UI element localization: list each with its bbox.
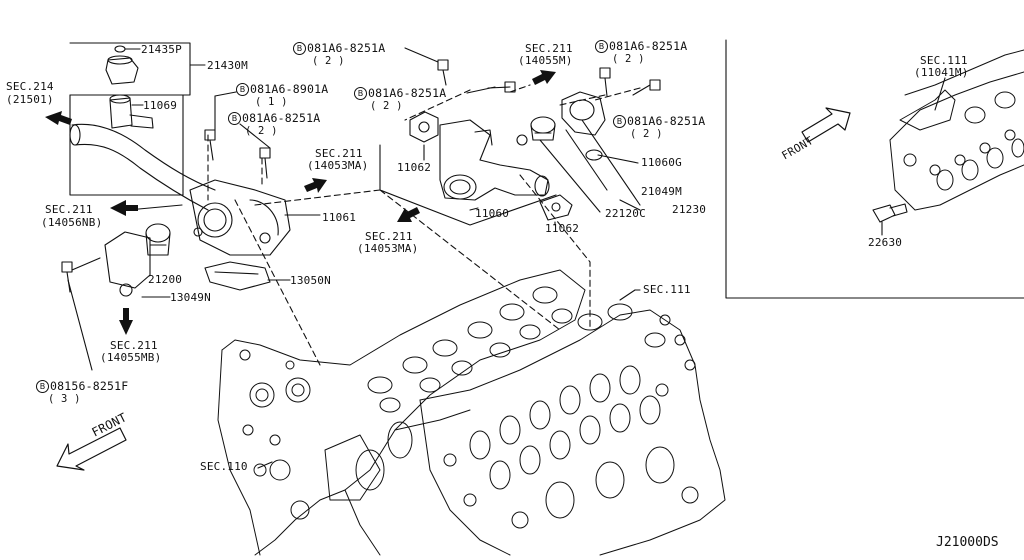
front-arrow-main [56, 427, 127, 471]
bolt-b2-code: 081A6-8251A [368, 86, 447, 100]
thermostat-cover [561, 91, 606, 161]
thermostat [145, 223, 171, 256]
sec211-14056nb-code: (14056NB) [41, 216, 103, 229]
gasket-11062-upper [409, 111, 439, 143]
sec111-main-name: SEC.111 [643, 283, 691, 296]
sec211-14053ma-b-code: (14053MA) [357, 242, 419, 255]
bolt-marker-b3: B [595, 40, 608, 53]
inlet-group-box [379, 144, 557, 226]
sec211-14053ma-b-name: SEC.211 [365, 230, 413, 243]
front-arrow-inset [801, 107, 851, 143]
bolt-b5-code: 081A6-8251A [242, 111, 321, 125]
arrow-sec214 [45, 111, 72, 125]
part-11061: 11061 [322, 211, 357, 224]
filler-neck [109, 94, 154, 129]
part-11062-lower: 11062 [545, 222, 580, 235]
arrow-sec211-14053ma-upper [304, 178, 327, 193]
bolt-b7-qty: ( 3 ) [48, 393, 81, 405]
part-11060: 11060 [475, 207, 510, 220]
gasket-13050n [204, 261, 271, 291]
sec211-14055m-name: SEC.211 [525, 42, 573, 55]
bolt-b2-qty: ( 2 ) [370, 100, 403, 112]
arrow-sec211-14055m [532, 70, 556, 85]
part-21200: 21200 [148, 273, 183, 286]
bolt-b3-qty: ( 2 ) [612, 53, 645, 65]
sec211-14053ma-a-name: SEC.211 [315, 147, 363, 160]
part-21049m: 21049M [641, 185, 682, 198]
bolt-marker-b7: B [36, 380, 49, 393]
bolt-marker-b1: B [293, 42, 306, 55]
sec211-14055mb-code: (14055MB) [100, 351, 162, 364]
bolt-b4-qty: ( 1 ) [255, 96, 288, 108]
inset-frame [725, 39, 1024, 299]
water-inlet-pipe [439, 119, 550, 201]
part-21435p: 21435P [141, 43, 182, 56]
filler-cap [105, 45, 139, 85]
bolt-marker-b6: B [613, 115, 626, 128]
sec111-inset-name: SEC.111 [920, 54, 968, 67]
inset-cylinder-head [889, 49, 1024, 211]
bolt-b3-code: 081A6-8251A [609, 39, 688, 53]
diagram-code: J21000DS [936, 535, 999, 550]
part-11062-upper: 11062 [397, 161, 432, 174]
arrow-sec211-14056nb [110, 200, 138, 216]
sec111-inset-code: (11041M) [914, 66, 969, 79]
part-22630: 22630 [868, 236, 903, 249]
bolt-b6-code: 081A6-8251A [627, 114, 706, 128]
part-21430m: 21430M [207, 59, 248, 72]
part-22120c: 22120C [605, 207, 646, 220]
sec110-name: SEC.110 [200, 460, 248, 473]
sec211-14055m-code: (14055M) [518, 54, 573, 67]
bolt-marker-b2: B [354, 87, 367, 100]
bolt-8901a [204, 129, 216, 141]
water-outlet-housing [189, 179, 291, 256]
arrow-sec211-14053ma-lower [397, 207, 420, 222]
water-pipe [69, 123, 216, 211]
bolt-marker-b4: B [236, 83, 249, 96]
bolt-marker-b5: B [228, 112, 241, 125]
bolt-b5-qty: ( 2 ) [245, 125, 278, 137]
temperature-sensor [872, 203, 908, 223]
bolt-b4-code: 081A6-8901A [250, 82, 329, 96]
sec214-code: (21501) [6, 93, 54, 106]
sec211-14053ma-a-code: (14053MA) [307, 159, 369, 172]
part-13049n: 13049N [170, 291, 211, 304]
part-11060g: 11060G [641, 156, 682, 169]
sec211-14055mb-name: SEC.211 [110, 339, 158, 352]
bolt-8251a-left [259, 147, 271, 159]
arrow-sec211-14055mb [119, 308, 133, 335]
sec211-14056nb-name: SEC.211 [45, 203, 93, 216]
gasket-11062-lower [539, 194, 573, 221]
sec214-name: SEC.214 [6, 80, 54, 93]
bolt-b6-qty: ( 2 ) [630, 128, 663, 140]
part-21230: 21230 [672, 203, 707, 216]
engine-block [217, 269, 726, 556]
bolt-b1-qty: ( 2 ) [312, 55, 345, 67]
thermostat-housing [104, 231, 151, 297]
part-13050n: 13050N [290, 274, 331, 287]
part-11069: 11069 [143, 99, 178, 112]
bolt-b7-code: 08156-8251F [50, 379, 129, 393]
upper-thermostat [516, 116, 556, 146]
bolt-b1-code: 081A6-8251A [307, 41, 386, 55]
